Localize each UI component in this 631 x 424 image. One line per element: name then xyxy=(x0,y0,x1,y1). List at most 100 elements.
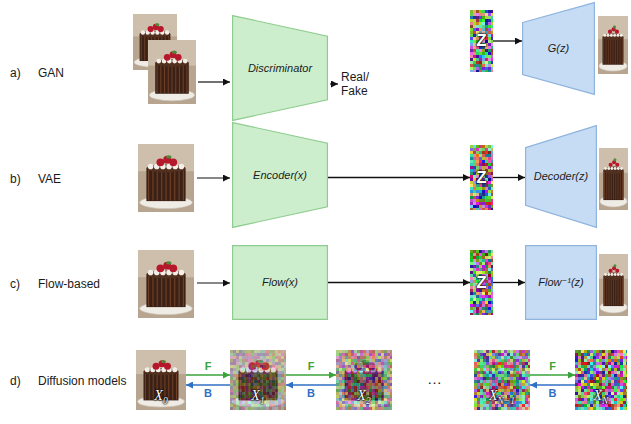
noise-pixel xyxy=(488,277,491,280)
noise-pixel xyxy=(491,283,493,286)
noise-pixel xyxy=(378,389,381,392)
noise-pixel xyxy=(507,389,510,392)
noise-pixel xyxy=(272,398,275,401)
noise-pixel xyxy=(491,34,493,37)
noise-pixel xyxy=(501,383,504,386)
noise-pixel xyxy=(378,383,381,386)
noise-pixel xyxy=(233,383,236,386)
noise-pixel xyxy=(491,190,493,193)
latent-tile: Z xyxy=(470,250,493,315)
cake-stripe xyxy=(346,373,347,399)
noise-pixel xyxy=(354,371,357,374)
noise-pixel xyxy=(348,350,351,353)
noise-pixel xyxy=(257,371,260,374)
noise-pixel xyxy=(384,398,387,401)
noise-pixel xyxy=(239,407,242,410)
cream-swirl xyxy=(617,167,620,170)
noise-pixel xyxy=(384,356,387,359)
noise-pixel xyxy=(485,253,488,256)
noise-pixel xyxy=(479,250,482,253)
noise-pixel xyxy=(470,67,473,70)
photo-background xyxy=(599,148,628,210)
noise-pixel xyxy=(507,386,510,389)
noise-pixel xyxy=(363,383,366,386)
noise-pixel xyxy=(348,386,351,389)
noise-pixel xyxy=(372,389,375,392)
noise-pixel xyxy=(516,395,519,398)
noise-pixel xyxy=(348,365,351,368)
noise-pixel xyxy=(473,193,476,196)
noise-pixel xyxy=(470,31,473,34)
noise-pixel xyxy=(470,70,473,72)
noise-pixel xyxy=(473,49,476,52)
noise-pixel xyxy=(372,353,375,356)
noise-pixel xyxy=(477,392,480,395)
noise-pixel xyxy=(510,362,513,365)
noise-pixel xyxy=(245,404,248,407)
noise-pixel xyxy=(245,386,248,389)
cake-stripe xyxy=(183,277,184,307)
noise-pixel xyxy=(281,392,284,395)
noise-pixel xyxy=(495,377,498,380)
node-label: Z xyxy=(476,168,486,187)
noise-pixel xyxy=(504,353,507,356)
subscript-index: 2 xyxy=(366,396,371,406)
noise-pixel xyxy=(486,356,489,359)
cake-stripe xyxy=(161,171,162,201)
noise-pixel xyxy=(495,371,498,374)
noise-pixel xyxy=(278,374,281,377)
noise-pixel xyxy=(269,386,272,389)
noise-pixel xyxy=(230,398,233,401)
text-block: Flow(x) xyxy=(262,276,298,289)
noise-pixel xyxy=(266,362,269,365)
noise-pixel xyxy=(491,40,493,43)
noise-pixel xyxy=(470,22,473,25)
noise-field xyxy=(336,350,392,410)
cake-stripe xyxy=(606,172,607,199)
noise-pixel xyxy=(272,350,275,353)
noise-pixel xyxy=(501,365,504,368)
noise-pixel xyxy=(230,362,233,365)
noise-pixel xyxy=(485,163,488,166)
noise-pixel xyxy=(476,295,479,298)
cake-body xyxy=(155,63,189,94)
noise-pixel xyxy=(479,28,482,31)
photo-light xyxy=(336,350,392,374)
noise-pixel xyxy=(233,380,236,383)
noise-pixel xyxy=(275,365,278,368)
noise-pixel xyxy=(480,386,483,389)
noise-pixel xyxy=(245,371,248,374)
noise-pixel xyxy=(248,389,251,392)
noise-pixel xyxy=(504,356,507,359)
noise-pixel xyxy=(513,371,516,374)
noise-pixel xyxy=(378,353,381,356)
noise-pixel xyxy=(378,356,381,359)
cream-swirl xyxy=(148,164,154,170)
noise-pixel xyxy=(504,365,507,368)
noise-pixel xyxy=(483,362,486,365)
noise-pixel xyxy=(375,371,378,374)
noise-pixel xyxy=(260,383,263,386)
noise-pixel xyxy=(251,353,254,356)
noise-pixel xyxy=(348,392,351,395)
noise-pixel xyxy=(479,208,482,210)
noise-pixel xyxy=(491,208,493,210)
noise-pixel xyxy=(480,389,483,392)
noise-pixel xyxy=(482,268,485,271)
noise-pixel xyxy=(479,145,482,148)
noise-pixel xyxy=(260,365,263,368)
noise-pixel xyxy=(525,395,528,398)
noise-pixel xyxy=(230,359,233,362)
noise-pixel xyxy=(263,368,266,371)
noise-pixel xyxy=(488,271,491,274)
noise-pixel xyxy=(387,407,390,410)
noise-pixel xyxy=(492,371,495,374)
noise-pixel xyxy=(507,359,510,362)
noise-pixel xyxy=(336,353,339,356)
noise-pixel xyxy=(513,365,516,368)
noise-pixel xyxy=(266,377,269,380)
noise-pixel xyxy=(366,380,369,383)
noise-pixel xyxy=(476,64,479,67)
noise-pixel xyxy=(384,407,387,410)
noise-pixel xyxy=(248,404,251,407)
